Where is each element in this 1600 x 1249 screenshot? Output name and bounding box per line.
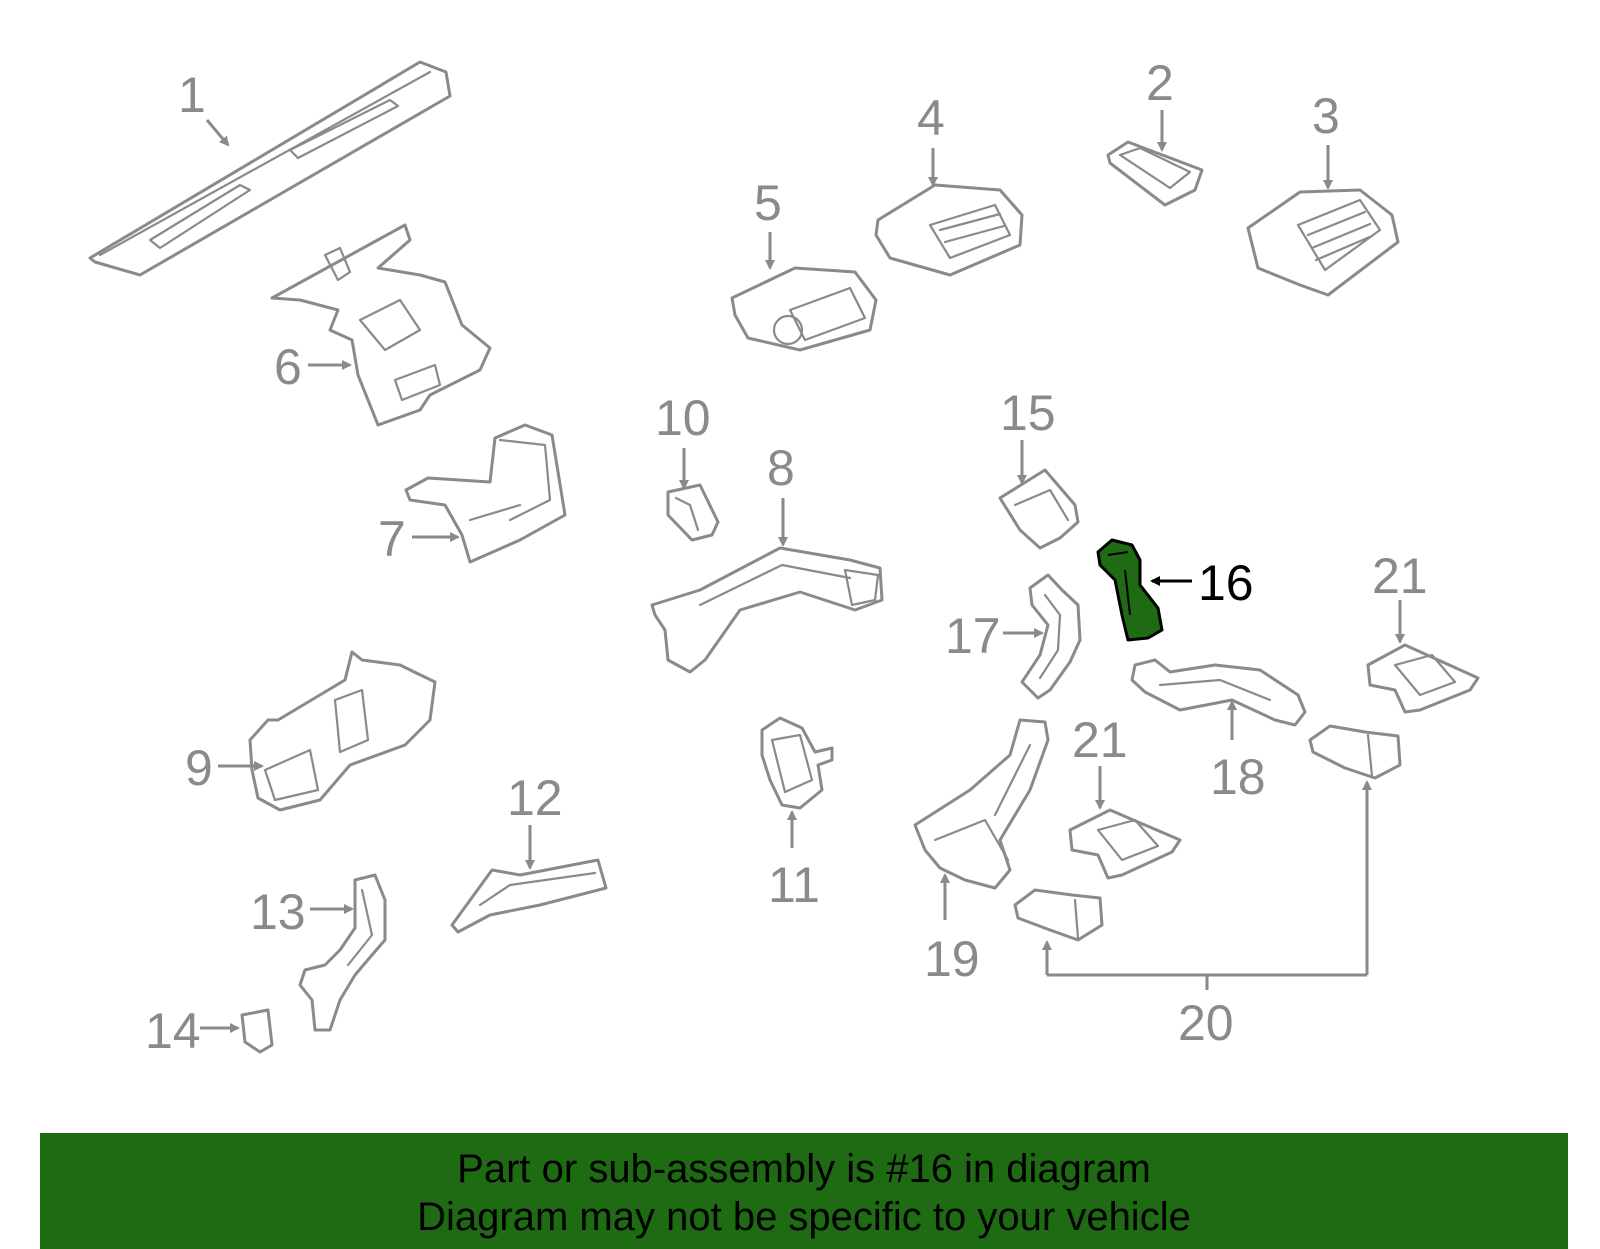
callout-18-number: 18 — [1210, 749, 1266, 805]
part-5-center-vent[interactable] — [730, 266, 878, 352]
part-21-bracket-upper[interactable] — [1366, 643, 1480, 714]
info-banner: Part or sub-assembly is #16 in diagram D… — [40, 1133, 1568, 1249]
callout-9-number: 9 — [185, 740, 213, 796]
callout-1-line — [205, 119, 230, 147]
part-1-defroster-panel[interactable] — [88, 60, 452, 277]
callout-6-number: 6 — [274, 339, 302, 395]
callout-21-lower-number: 21 — [1072, 712, 1128, 768]
part-19-long-duct[interactable] — [913, 718, 1050, 890]
part-8-center-duct[interactable] — [650, 546, 884, 674]
part-11-actuator[interactable] — [760, 716, 834, 810]
part-18-duct[interactable] — [1130, 658, 1307, 727]
part-20-duct-end-left[interactable] — [1013, 888, 1104, 942]
part-10-bracket[interactable] — [666, 483, 720, 542]
callout-4-number: 4 — [917, 90, 945, 146]
part-3-right-vent[interactable] — [1246, 188, 1400, 297]
callout-14-number: 14 — [145, 1003, 201, 1059]
callout-8-number: 8 — [767, 440, 795, 496]
callout-11-number: 11 — [768, 857, 820, 913]
banner-line-1: Part or sub-assembly is #16 in diagram — [457, 1147, 1151, 1191]
callout-2-number: 2 — [1146, 55, 1174, 111]
part-6-distribution-housing[interactable] — [270, 223, 492, 427]
part-12-floor-duct[interactable] — [450, 858, 608, 934]
part-21-bracket-lower[interactable] — [1068, 808, 1182, 880]
callout-1-number: 1 — [178, 67, 206, 123]
part-4-center-vent[interactable] — [874, 183, 1024, 277]
callout-17-number: 17 — [945, 608, 1001, 664]
callout-21-upper-number: 21 — [1372, 548, 1428, 604]
callout-7-number: 7 — [378, 511, 406, 567]
callout-3-number: 3 — [1312, 88, 1340, 144]
part-7-duct[interactable] — [404, 423, 567, 564]
part-15-connector[interactable] — [998, 468, 1080, 550]
part-2-vent-grille[interactable] — [1106, 140, 1204, 207]
part-17-duct-elbow[interactable] — [1020, 573, 1082, 700]
callout-20-number: 20 — [1178, 995, 1234, 1051]
part-13-rear-duct[interactable] — [298, 873, 387, 1032]
part-16-highlighted-duct[interactable] — [1096, 538, 1164, 642]
part-14-clip[interactable] — [240, 1008, 274, 1054]
callout-10-number: 10 — [655, 390, 711, 446]
callout-5-number: 5 — [754, 175, 782, 231]
callout-16-number: 16 — [1198, 555, 1254, 611]
part-9-housing[interactable] — [248, 650, 437, 812]
callout-12-number: 12 — [507, 770, 563, 826]
callout-13-number: 13 — [250, 884, 306, 940]
banner-line-2: Diagram may not be specific to your vehi… — [417, 1195, 1191, 1239]
callout-19-number: 19 — [924, 931, 980, 987]
callout-15-number: 15 — [1000, 385, 1056, 441]
part-20-duct-end-right[interactable] — [1308, 724, 1402, 780]
